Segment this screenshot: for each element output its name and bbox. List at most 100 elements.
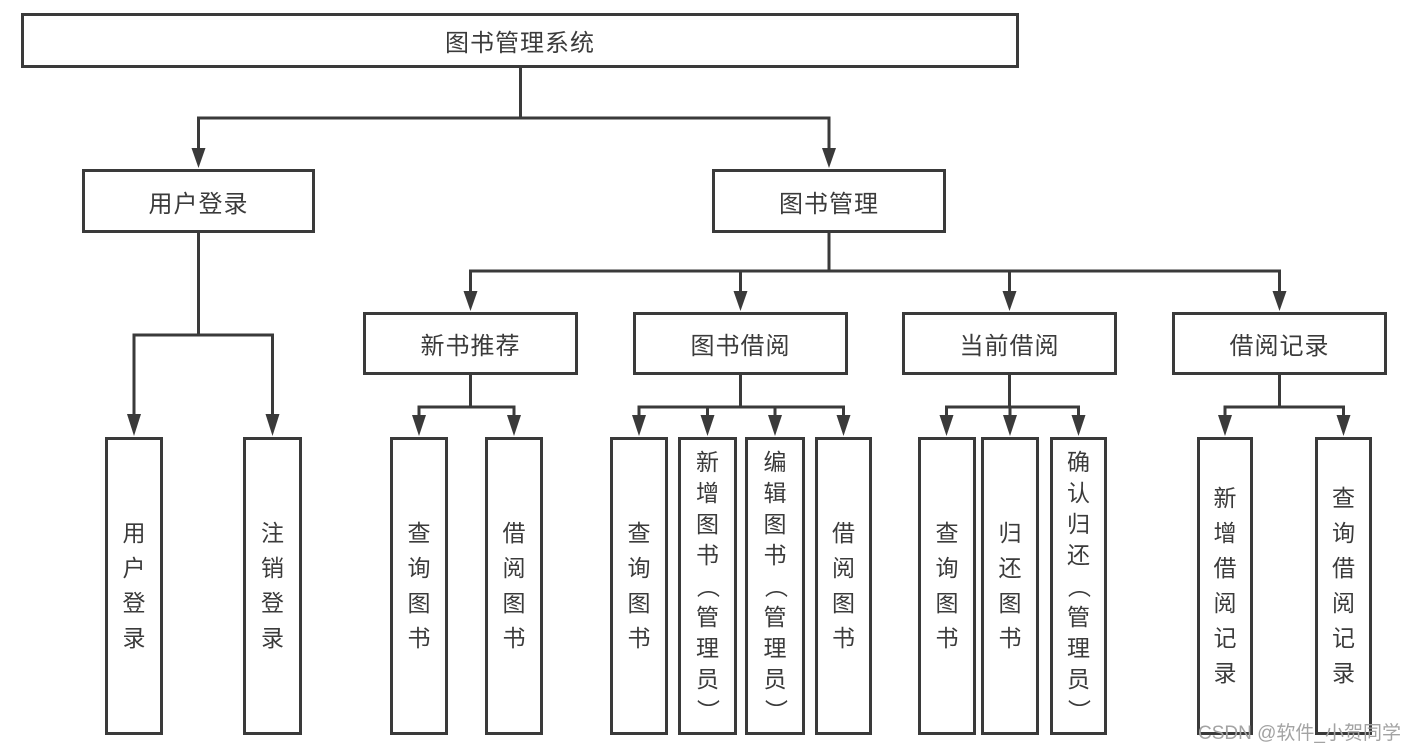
leaf-current-query-books: 查询图书 bbox=[918, 437, 976, 735]
vertical-char: 图 bbox=[998, 590, 1022, 616]
vertical-char: 员 bbox=[1067, 665, 1090, 692]
vertical-char: 阅 bbox=[502, 555, 526, 581]
vertical-char: 图 bbox=[502, 590, 526, 616]
vertical-char: 借 bbox=[1213, 555, 1237, 581]
vertical-char: 辑 bbox=[763, 479, 787, 506]
vertical-char: 图 bbox=[627, 590, 651, 616]
node-borrow-records: 借阅记录 bbox=[1172, 312, 1387, 375]
vertical-char: 阅 bbox=[1332, 590, 1355, 616]
vertical-char: 询 bbox=[627, 555, 651, 581]
vertical-char: 还 bbox=[1067, 541, 1090, 568]
leaf-logout: 注销登录 bbox=[243, 437, 302, 735]
leaf-recommend-borrow-books: 借阅图书 bbox=[485, 437, 543, 735]
vertical-char: （ bbox=[762, 574, 789, 598]
vertical-char: 图 bbox=[935, 590, 959, 616]
vertical-char: 录 bbox=[122, 625, 146, 651]
vertical-char: ） bbox=[762, 698, 789, 722]
leaf-records-add-borrow-record: 新增借阅记录 bbox=[1197, 437, 1253, 735]
leaf-borrow-query-books: 查询图书 bbox=[610, 437, 668, 735]
vertical-char: 用 bbox=[122, 520, 146, 546]
node-book-borrow: 图书借阅 bbox=[633, 312, 848, 375]
vertical-char: 询 bbox=[407, 555, 431, 581]
vertical-char: 录 bbox=[261, 625, 284, 651]
vertical-char: 书 bbox=[998, 625, 1022, 651]
vertical-char: 记 bbox=[1332, 625, 1355, 651]
leaf-recommend-query-books: 查询图书 bbox=[390, 437, 448, 735]
leaf-current-return-books: 归还图书 bbox=[981, 437, 1039, 735]
vertical-char: 录 bbox=[1332, 660, 1355, 686]
leaf-user-login: 用户登录 bbox=[105, 437, 163, 735]
vertical-char: 阅 bbox=[1213, 590, 1237, 616]
vertical-char: 理 bbox=[763, 634, 787, 661]
vertical-char: 图 bbox=[832, 590, 855, 616]
vertical-char: 管 bbox=[763, 603, 787, 630]
vertical-char: 增 bbox=[1213, 520, 1237, 546]
connector-new-book-recommend bbox=[412, 375, 521, 436]
vertical-char: （ bbox=[695, 574, 721, 598]
vertical-char: 登 bbox=[122, 590, 146, 616]
connector-root bbox=[191, 68, 836, 168]
node-library-management-system: 图书管理系统 bbox=[21, 13, 1019, 68]
leaf-borrow-borrow-books: 借阅图书 bbox=[815, 437, 872, 735]
leaf-current-confirm-return-admin: 确认归还 （ 管理员 ） bbox=[1050, 437, 1107, 735]
vertical-char: 书 bbox=[696, 541, 719, 568]
watermark: CSDN @软件_小贺同学 bbox=[1198, 723, 1401, 744]
vertical-char: 新 bbox=[696, 448, 719, 475]
vertical-char: 借 bbox=[1332, 555, 1355, 581]
node-current-borrow: 当前借阅 bbox=[902, 312, 1117, 375]
vertical-char: 查 bbox=[935, 520, 959, 546]
vertical-char: 阅 bbox=[832, 555, 855, 581]
node-book-management: 图书管理 bbox=[712, 169, 946, 233]
node-new-book-recommend: 新书推荐 bbox=[363, 312, 578, 375]
vertical-char: 书 bbox=[502, 625, 526, 651]
vertical-char: 书 bbox=[763, 541, 787, 568]
vertical-char: 员 bbox=[763, 665, 787, 692]
connector-book-borrow bbox=[632, 375, 851, 436]
vertical-char: 书 bbox=[407, 625, 431, 651]
vertical-char: 销 bbox=[261, 555, 284, 581]
leaf-borrow-edit-books-admin: 编辑图书 （ 管理员 ） bbox=[745, 437, 805, 735]
vertical-char: 图 bbox=[407, 590, 431, 616]
connector-user-login bbox=[127, 233, 280, 436]
vertical-char: （ bbox=[1066, 574, 1092, 598]
vertical-char: 书 bbox=[935, 625, 959, 651]
vertical-char: 编 bbox=[763, 448, 787, 475]
vertical-char: 认 bbox=[1067, 479, 1090, 506]
vertical-char: 增 bbox=[696, 479, 719, 506]
vertical-char: 理 bbox=[696, 634, 719, 661]
vertical-char: 借 bbox=[502, 520, 526, 546]
vertical-char: 询 bbox=[1332, 520, 1355, 546]
vertical-char: 新 bbox=[1213, 485, 1237, 511]
vertical-char: 查 bbox=[407, 520, 431, 546]
vertical-char: 确 bbox=[1067, 448, 1090, 475]
vertical-char: 管 bbox=[696, 603, 719, 630]
vertical-char: 注 bbox=[261, 520, 284, 546]
vertical-char: 询 bbox=[935, 555, 959, 581]
node-user-login: 用户登录 bbox=[82, 169, 315, 233]
leaf-records-query-borrow-record: 查询借阅记录 bbox=[1315, 437, 1372, 735]
vertical-char: 还 bbox=[998, 555, 1022, 581]
vertical-char: 查 bbox=[1332, 485, 1355, 511]
vertical-char: 归 bbox=[998, 520, 1022, 546]
vertical-char: 录 bbox=[1213, 660, 1237, 686]
vertical-char: 管 bbox=[1067, 603, 1090, 630]
vertical-char: 理 bbox=[1067, 634, 1090, 661]
vertical-char: 书 bbox=[627, 625, 651, 651]
vertical-char: ） bbox=[695, 698, 721, 722]
vertical-char: 员 bbox=[696, 665, 719, 692]
connector-book-management bbox=[463, 233, 1287, 311]
vertical-char: 归 bbox=[1067, 510, 1090, 537]
vertical-char: 户 bbox=[122, 555, 146, 581]
vertical-char: 借 bbox=[832, 520, 855, 546]
vertical-char: 登 bbox=[261, 590, 284, 616]
vertical-char: 书 bbox=[832, 625, 855, 651]
leaf-borrow-add-books-admin: 新增图书 （ 管理员 ） bbox=[678, 437, 737, 735]
vertical-char: 查 bbox=[627, 520, 651, 546]
connector-borrow-records bbox=[1218, 375, 1351, 436]
vertical-char: 图 bbox=[696, 510, 719, 537]
vertical-char: ） bbox=[1066, 698, 1092, 722]
connector-current-borrow bbox=[939, 375, 1086, 436]
vertical-char: 图 bbox=[763, 510, 787, 537]
